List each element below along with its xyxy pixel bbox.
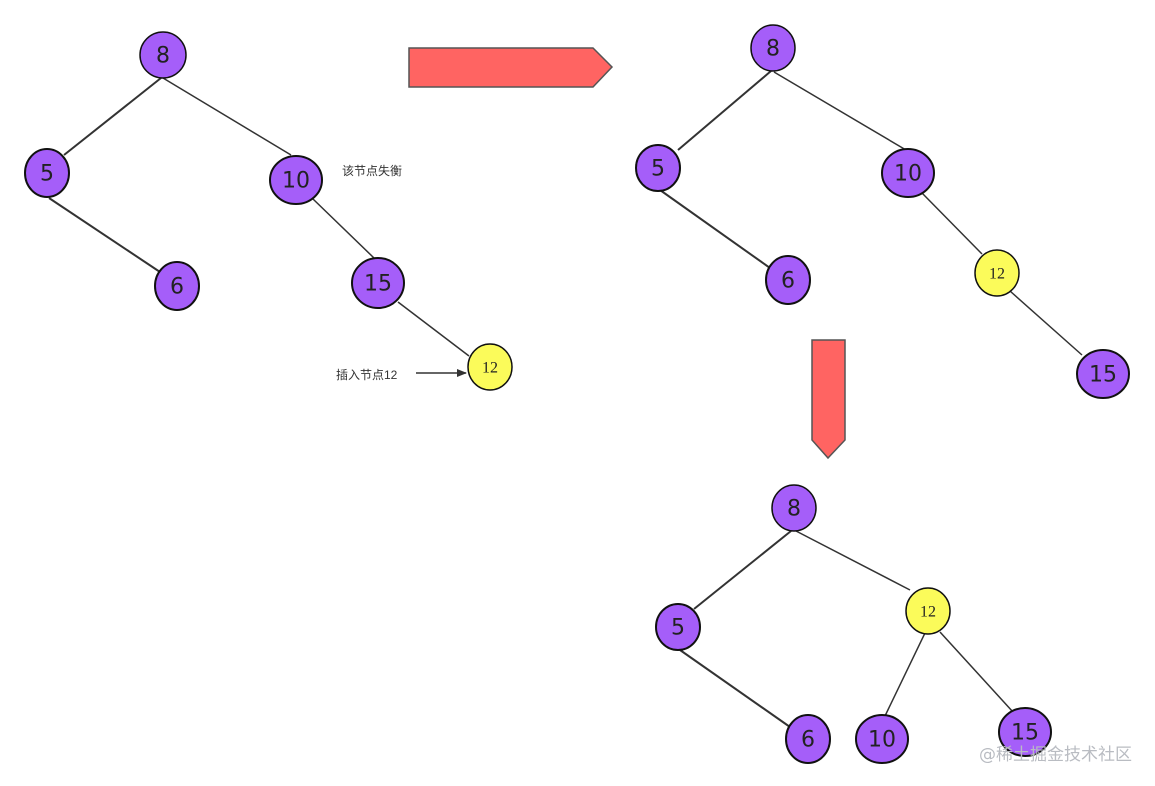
tree-node: 15 bbox=[998, 707, 1052, 757]
node-circle bbox=[750, 24, 796, 72]
node-label: 15 bbox=[1011, 721, 1039, 746]
node-label: 10 bbox=[282, 169, 310, 194]
unbalanced-annotation: 该节点失衡 bbox=[342, 163, 402, 178]
node-circle bbox=[655, 603, 701, 651]
node-label: 10 bbox=[894, 162, 922, 187]
tree-original-edges bbox=[48, 77, 470, 357]
edge-12-15 bbox=[939, 631, 1014, 713]
node-circle bbox=[765, 255, 811, 305]
tree-node-highlight: 12 bbox=[467, 343, 513, 391]
node-label: 6 bbox=[170, 275, 184, 300]
edge-10-12 bbox=[921, 192, 983, 255]
node-label: 8 bbox=[766, 37, 780, 62]
node-circle bbox=[881, 148, 935, 198]
node-label: 5 bbox=[651, 157, 665, 182]
tree-node: 8 bbox=[750, 24, 796, 72]
node-circle bbox=[351, 257, 405, 309]
edge-8-12 bbox=[795, 530, 911, 591]
node-circle bbox=[974, 249, 1020, 297]
right-arrow-icon bbox=[408, 47, 614, 88]
edge-12-15 bbox=[1009, 290, 1083, 356]
node-label: 12 bbox=[482, 360, 498, 377]
node-label: 5 bbox=[671, 616, 685, 641]
tree-node-highlight: 12 bbox=[905, 587, 951, 635]
tree-node: 8 bbox=[771, 484, 817, 532]
edge-5-6 bbox=[659, 189, 771, 269]
edge-5-6 bbox=[679, 649, 791, 728]
tree-node: 5 bbox=[24, 148, 70, 198]
node-label: 12 bbox=[920, 604, 936, 621]
node-circle bbox=[1076, 349, 1130, 399]
node-label: 8 bbox=[156, 44, 170, 69]
node-circle bbox=[905, 587, 951, 635]
node-label: 8 bbox=[787, 497, 801, 522]
node-circle bbox=[771, 484, 817, 532]
node-circle bbox=[467, 343, 513, 391]
tree-node: 6 bbox=[785, 714, 831, 764]
tree-node: 10 bbox=[269, 155, 323, 205]
down-arrow-icon bbox=[811, 339, 846, 460]
edge-8-5 bbox=[677, 70, 772, 151]
node-label: 10 bbox=[868, 728, 896, 753]
node-circle bbox=[785, 714, 831, 764]
tree-after-left-rotation: 8 5 12 6 10 15 bbox=[655, 484, 1052, 764]
edge-15-12 bbox=[397, 301, 470, 357]
edge-8-5 bbox=[693, 530, 792, 610]
tree-node-highlight: 12 bbox=[974, 249, 1020, 297]
tree-node: 5 bbox=[635, 144, 681, 192]
node-label: 6 bbox=[801, 728, 815, 753]
tree-original: 8 5 10 6 15 12 该节点失衡 插入节点12 bbox=[24, 31, 513, 391]
tree-node: 8 bbox=[139, 31, 187, 79]
node-circle bbox=[139, 31, 187, 79]
edge-12-10 bbox=[884, 632, 926, 717]
watermark: @稀土掘金技术社区 bbox=[979, 745, 1132, 765]
node-circle bbox=[269, 155, 323, 205]
node-label: 12 bbox=[989, 266, 1005, 283]
tree-after-right-rotation-edges bbox=[659, 70, 1083, 356]
node-label: 15 bbox=[1089, 363, 1117, 388]
node-circle bbox=[998, 707, 1052, 757]
tree-node: 10 bbox=[855, 714, 909, 764]
node-label: 6 bbox=[781, 269, 795, 294]
tree-node: 10 bbox=[881, 148, 935, 198]
edge-8-5 bbox=[63, 77, 162, 156]
tree-after-left-rotation-edges bbox=[679, 530, 1014, 728]
edge-10-15 bbox=[312, 198, 375, 259]
node-circle bbox=[635, 144, 681, 192]
tree-node: 15 bbox=[351, 257, 405, 309]
tree-node: 15 bbox=[1076, 349, 1130, 399]
tree-node: 5 bbox=[655, 603, 701, 651]
tree-node: 6 bbox=[154, 261, 200, 311]
node-circle bbox=[24, 148, 70, 198]
edge-5-6 bbox=[48, 197, 161, 273]
node-label: 5 bbox=[40, 162, 54, 187]
tree-node: 6 bbox=[765, 255, 811, 305]
node-circle bbox=[154, 261, 200, 311]
node-circle bbox=[855, 714, 909, 764]
edge-8-10 bbox=[162, 77, 292, 156]
edge-8-10 bbox=[773, 71, 907, 151]
tree-after-right-rotation: 8 5 10 6 12 15 bbox=[635, 24, 1130, 399]
insert-annotation: 插入节点12 bbox=[336, 368, 398, 382]
node-label: 15 bbox=[364, 272, 392, 297]
